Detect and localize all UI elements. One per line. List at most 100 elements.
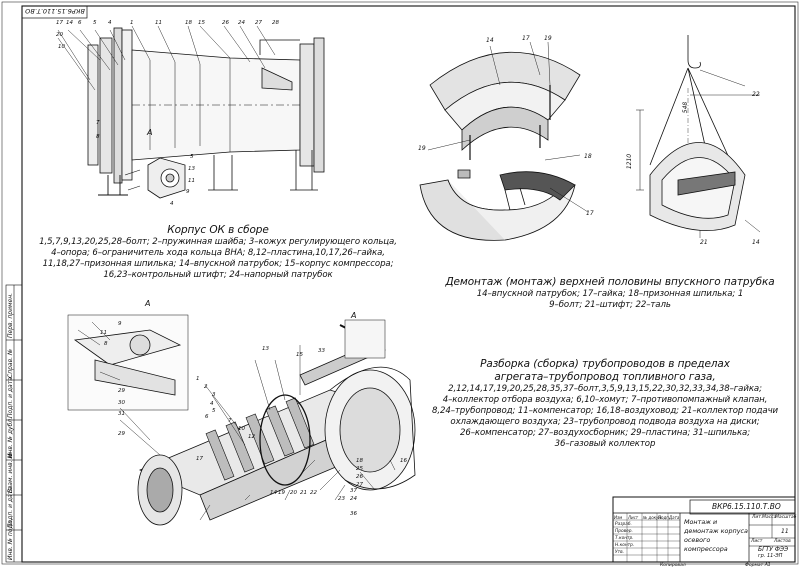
title-block-name: Монтаж и демонтаж корпуса осевого компре… bbox=[684, 518, 750, 554]
callout-number: 10 bbox=[238, 426, 245, 432]
view3-dim-1210: 1210 bbox=[626, 153, 634, 170]
callout-number: 7 bbox=[228, 418, 232, 424]
view2-caption-title: Демонтаж (монтаж) верхней половины впуск… bbox=[445, 276, 775, 288]
title-block-col-lit: Лит. bbox=[752, 515, 763, 520]
title-block-sheets-label: Листов bbox=[774, 539, 791, 544]
code-stamp-box bbox=[21, 5, 88, 19]
view1-caption-line: 11,18,27–призонная шпилька; 14–впускной … bbox=[42, 259, 394, 269]
view1-casing-assembly bbox=[57, 25, 325, 199]
title-block-col-header: Изм bbox=[614, 515, 623, 520]
callout-number: 17 bbox=[522, 35, 530, 42]
callout-number: 8 bbox=[96, 134, 100, 140]
callout-number: 20 bbox=[290, 490, 297, 496]
callout-number: 16 bbox=[400, 458, 407, 464]
callout-number: 22 bbox=[752, 91, 760, 98]
callout-number: 21 bbox=[700, 239, 708, 246]
callout-number: 5 bbox=[190, 154, 194, 160]
drawing-code-stamp: ВКР6.15.110.Т.ВО bbox=[25, 7, 85, 15]
view3-hoist bbox=[636, 35, 761, 238]
callout-number: 11 bbox=[100, 330, 107, 336]
callout-number: 26 bbox=[222, 20, 229, 26]
title-block-sheet-label: Лист bbox=[751, 539, 763, 544]
callout-number: 31 bbox=[118, 411, 125, 417]
callout-number: 9 bbox=[118, 321, 122, 327]
view4-caption-line: 36–газовый коллектор bbox=[554, 439, 656, 449]
callout-number: 1 bbox=[130, 20, 134, 26]
title-block-col-header: Лист bbox=[628, 515, 639, 520]
view2-caption-line: 9–болт; 21–штифт; 22–таль bbox=[549, 300, 671, 310]
title-block-col-mass: Масса bbox=[762, 515, 777, 520]
view4-caption-line: 8,24–трубопровод; 11–компенсатор; 16,18–… bbox=[431, 406, 779, 416]
callout-number: 22 bbox=[310, 490, 317, 496]
view1-caption-line: 4–опора; 6–ограничитель хода кольца ВНА;… bbox=[51, 248, 385, 258]
view1-caption-line: 1,5,7,9,13,20,25,28–болт; 2–пружинная ша… bbox=[39, 237, 397, 247]
callout-number: 14 bbox=[270, 490, 277, 496]
title-block-sheets: 11 bbox=[781, 528, 789, 535]
callout-number: 6 bbox=[78, 20, 82, 26]
callout-number: 17 bbox=[56, 20, 63, 26]
view2-inlet-halves bbox=[419, 51, 581, 241]
view-a-label-1: А bbox=[147, 128, 153, 137]
title-block-role: Т.контр. bbox=[615, 536, 634, 541]
callout-number: 13 bbox=[188, 166, 195, 172]
callout-number: 18 bbox=[584, 153, 592, 160]
callout-number: 9 bbox=[186, 189, 190, 195]
view3-dim-548: 548 bbox=[682, 101, 690, 114]
callout-number: 12 bbox=[248, 434, 255, 440]
callout-number: 21 bbox=[300, 490, 307, 496]
title-block-role: Разраб. bbox=[615, 522, 632, 527]
callout-number: 17 bbox=[586, 210, 594, 217]
view-a-label-3: А bbox=[351, 311, 357, 320]
callout-number: 4 bbox=[108, 20, 112, 26]
callout-number: 28 bbox=[272, 20, 279, 26]
view4-caption-line: 2,12,14,17,19,20,25,28,35,37–болт,3,5,9,… bbox=[448, 384, 762, 394]
view4-caption: Разборка (сборка) трубопроводов в предел… bbox=[410, 358, 800, 450]
callout-number: 17 bbox=[196, 456, 203, 462]
callout-number: 27 bbox=[255, 20, 262, 26]
left-strip-label: Перв. примен. bbox=[7, 292, 14, 338]
callout-number: 11 bbox=[188, 178, 195, 184]
callout-number: 18 bbox=[185, 20, 192, 26]
callout-number: 26 bbox=[356, 474, 363, 480]
callout-number: 29 bbox=[118, 388, 125, 394]
callout-number: 27 bbox=[356, 482, 363, 488]
callout-number: 30 bbox=[118, 400, 125, 406]
title-block-org: БГТУ ФЭЭ bbox=[758, 546, 789, 553]
title-block-col-header: № докум. bbox=[643, 515, 663, 520]
title-block-col-header: Дата bbox=[669, 515, 680, 520]
title-block-role: Утв. bbox=[615, 550, 625, 555]
left-strip-label: Подп. и дата bbox=[7, 377, 14, 418]
view4-pipelines bbox=[67, 314, 416, 526]
title-block-group: гр. 11-ЭП bbox=[758, 553, 783, 559]
callout-number: 25 bbox=[356, 466, 363, 472]
view1-caption-title: Корпус ОК в сборе bbox=[167, 224, 269, 236]
callout-number: 4 bbox=[170, 201, 174, 207]
inner-frame bbox=[21, 5, 796, 563]
callout-number: 10 bbox=[58, 44, 65, 50]
left-strip-label: Инв. № подл. bbox=[7, 518, 14, 560]
callout-number: 18 bbox=[356, 458, 363, 464]
callout-number: 33 bbox=[318, 348, 325, 354]
callout-number: 14 bbox=[486, 37, 494, 44]
callout-number: 2 bbox=[204, 384, 208, 390]
callout-number: 3 bbox=[212, 392, 216, 398]
view4-caption-line: агрегата–трубопровод топливного газа, bbox=[494, 371, 716, 383]
callout-number: 14 bbox=[752, 239, 760, 246]
callout-number: 14 bbox=[66, 20, 73, 26]
view2-caption: Демонтаж (монтаж) верхней половины впуск… bbox=[430, 276, 790, 311]
title-block bbox=[612, 496, 796, 563]
callout-number: 5 bbox=[212, 408, 216, 414]
title-block-role: Провер. bbox=[615, 529, 633, 534]
callout-number: 8 bbox=[104, 341, 108, 347]
callout-number: 11 bbox=[155, 20, 162, 26]
view1-caption: Корпус ОК в сборе 1,5,7,9,13,20,25,28–бо… bbox=[28, 224, 408, 281]
callout-number: 37 bbox=[350, 488, 357, 494]
callout-number: 15 bbox=[296, 352, 303, 358]
callout-number: 23 bbox=[338, 496, 345, 502]
view4-caption-line: 4–коллектор отбора воздуха; 6,10–хомут; … bbox=[442, 395, 768, 405]
view4-caption-line: охлаждающего воздуха; 23–трубопровод под… bbox=[450, 417, 760, 427]
